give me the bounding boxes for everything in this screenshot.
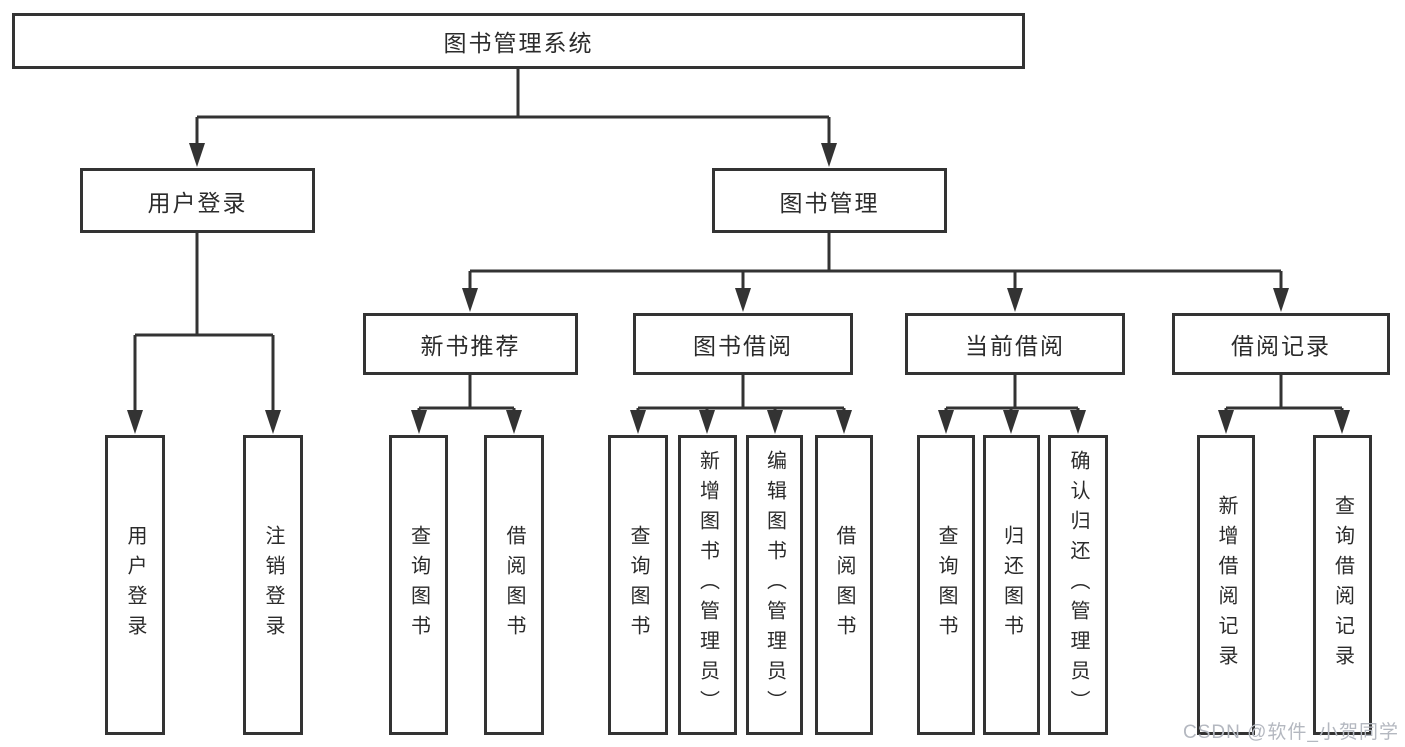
leaf-confirm-return-admin: 确认归还（管理员） [1048, 435, 1108, 735]
node-label: 查询图书 [627, 525, 649, 645]
node-label: 查询图书 [407, 525, 430, 645]
leaf-logout: 注销登录 [243, 435, 303, 735]
connector-record-to-leaves [1224, 375, 1344, 416]
node-label: 新增图书（管理员） [696, 450, 719, 720]
connector-login-to-leaves [133, 233, 275, 416]
leaf-return-book: 归还图书 [983, 435, 1040, 735]
node-label: 归还图书 [1000, 525, 1023, 645]
leaf-recommend-borrow-book: 借阅图书 [484, 435, 544, 735]
leaf-borrow-borrow-book: 借阅图书 [815, 435, 873, 735]
node-label: 编辑图书（管理员） [763, 450, 786, 720]
leaf-edit-book-admin: 编辑图书（管理员） [746, 435, 803, 735]
leaf-add-borrow-record: 新增借阅记录 [1197, 435, 1255, 735]
arrowheads [127, 143, 1350, 434]
node-label: 查询借阅记录 [1331, 495, 1354, 675]
node-label: 用户登录 [147, 189, 248, 216]
node-book-borrow: 图书借阅 [633, 313, 853, 375]
node-label: 确认归还（管理员） [1067, 450, 1089, 720]
connector-borrow-to-leaves [636, 375, 846, 416]
leaf-borrow-query-book: 查询图书 [608, 435, 668, 735]
node-label: 图书管理 [779, 189, 880, 216]
node-label: 新增借阅记录 [1215, 495, 1237, 675]
node-label: 图书借阅 [693, 333, 793, 359]
node-new-book-recommend: 新书推荐 [363, 313, 578, 375]
node-label: 新书推荐 [420, 333, 521, 359]
node-book-management: 图书管理 [712, 168, 947, 233]
node-label: 当前借阅 [965, 333, 1065, 359]
node-borrow-record: 借阅记录 [1172, 313, 1390, 375]
node-label: 注销登录 [262, 525, 284, 645]
leaf-current-query-book: 查询图书 [917, 435, 975, 735]
leaf-add-book-admin: 新增图书（管理员） [678, 435, 737, 735]
node-library-management-system: 图书管理系统 [12, 13, 1025, 69]
node-label: 借阅图书 [503, 525, 525, 645]
leaf-recommend-query-book: 查询图书 [389, 435, 448, 735]
node-label: 图书管理系统 [443, 30, 594, 56]
node-label: 借阅图书 [833, 525, 855, 645]
leaf-user-login: 用户登录 [105, 435, 165, 735]
connector-current-to-leaves [944, 375, 1080, 416]
node-label: 借阅记录 [1231, 333, 1331, 359]
connector-newrec-to-leaves [417, 375, 516, 416]
node-user-login: 用户登录 [80, 168, 315, 233]
connector-root-to-level2 [195, 69, 831, 148]
csdn-watermark: CSDN @软件_小贺同学 [1183, 722, 1399, 743]
connector-mgmt-to-level3 [468, 233, 1283, 294]
leaf-query-borrow-record: 查询借阅记录 [1313, 435, 1372, 735]
node-label: 查询图书 [935, 525, 957, 645]
node-current-borrow: 当前借阅 [905, 313, 1125, 375]
node-label: 用户登录 [124, 525, 146, 645]
